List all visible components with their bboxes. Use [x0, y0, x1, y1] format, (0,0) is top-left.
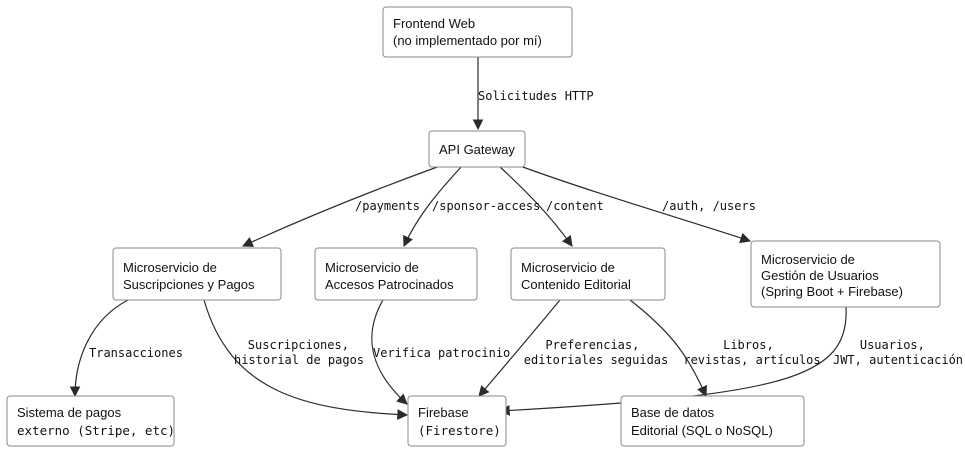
edge-label-line: Preferencias,	[545, 338, 639, 352]
edge-label-line: Libros,	[723, 338, 774, 352]
edge-label-line: JWT, autenticación	[833, 353, 963, 367]
edge-label-content: /content	[546, 199, 604, 213]
edge-gateway-subscriptions	[242, 165, 441, 247]
node-label-line: Editorial (SQL o NoSQL)	[631, 423, 773, 438]
node-frontend-web: Frontend Web (no implementado por mí)	[382, 6, 573, 58]
edge-label-transactions: Transacciones	[89, 346, 183, 360]
edge-label-line: Suscripciones,	[248, 338, 349, 352]
node-label-line: Gestión de Usuarios	[761, 268, 879, 283]
node-label-line: Microservicio de	[325, 260, 419, 275]
edge-label-preferences: Preferencias, editoriales seguidas	[524, 338, 669, 367]
node-label-line: (Firestore)	[418, 423, 501, 438]
edge-subscriptions-payments	[69, 299, 129, 398]
node-label-line: Microservicio de	[521, 260, 615, 275]
edge-label-auth-users: /auth, /users	[662, 199, 756, 213]
edge-label-sponsor-access: /sponsor-access	[432, 199, 540, 213]
edge-label-line: editoriales seguidas	[524, 353, 669, 367]
edge-label-subscriptions-history: Suscripciones, historial de pagos	[234, 338, 364, 367]
node-subscriptions-service: Microservicio de Suscripciones y Pagos	[112, 247, 282, 301]
node-label-line: Base de datos	[631, 405, 715, 420]
edge-label-payments: /payments	[355, 199, 420, 213]
node-label-line: Frontend Web	[393, 16, 475, 31]
edge-subscriptions-firebase	[203, 299, 409, 420]
node-content-service: Microservicio de Contenido Editorial	[510, 247, 666, 301]
node-firebase: Firebase (Firestore)	[407, 395, 507, 447]
node-label-line: Contenido Editorial	[521, 277, 631, 292]
node-label-line: Sistema de pagos	[17, 405, 122, 420]
edge-gateway-users	[519, 165, 752, 244]
node-users-service: Microservicio de Gestión de Usuarios (Sp…	[750, 240, 941, 308]
node-label-line: Suscripciones y Pagos	[123, 277, 255, 292]
edge-label-books: Libros, revistas, artículos	[683, 338, 820, 367]
edge-gateway-sponsor	[403, 165, 463, 247]
edge-label-line: revistas, artículos	[683, 353, 820, 367]
node-label-line: Firebase	[418, 405, 469, 420]
edge-content-editorial-db	[629, 299, 707, 397]
node-label-line: (Spring Boot + Firebase)	[761, 284, 903, 299]
edge-label-verify-sponsor: Verifica patrocinio	[373, 346, 510, 360]
node-label-line: (no implementado por mí)	[393, 33, 542, 48]
edge-label-line: historial de pagos	[234, 353, 364, 367]
node-label-line: Accesos Patrocinados	[325, 277, 454, 292]
node-api-gateway: API Gateway	[428, 130, 526, 168]
node-label-line: API Gateway	[439, 142, 515, 157]
edge-gateway-content	[498, 165, 573, 247]
edge-content-firebase	[478, 299, 561, 397]
node-label-line: Microservicio de	[123, 260, 217, 275]
edge-sponsor-firebase	[371, 299, 408, 405]
node-external-payments: Sistema de pagos externo (Stripe, etc)	[6, 395, 175, 447]
node-editorial-db: Base de datos Editorial (SQL o NoSQL)	[620, 395, 805, 447]
node-label-line: Microservicio de	[761, 252, 855, 267]
edge-label-http: Solicitudes HTTP	[478, 89, 594, 103]
edge-label-line: Usuarios,	[860, 338, 925, 352]
node-sponsor-service: Microservicio de Accesos Patrocinados	[314, 247, 478, 301]
edge-label-users-jwt: Usuarios, JWT, autenticación	[833, 338, 963, 367]
node-label-line: externo (Stripe, etc)	[17, 423, 175, 438]
edge-users-firebase	[498, 306, 847, 416]
